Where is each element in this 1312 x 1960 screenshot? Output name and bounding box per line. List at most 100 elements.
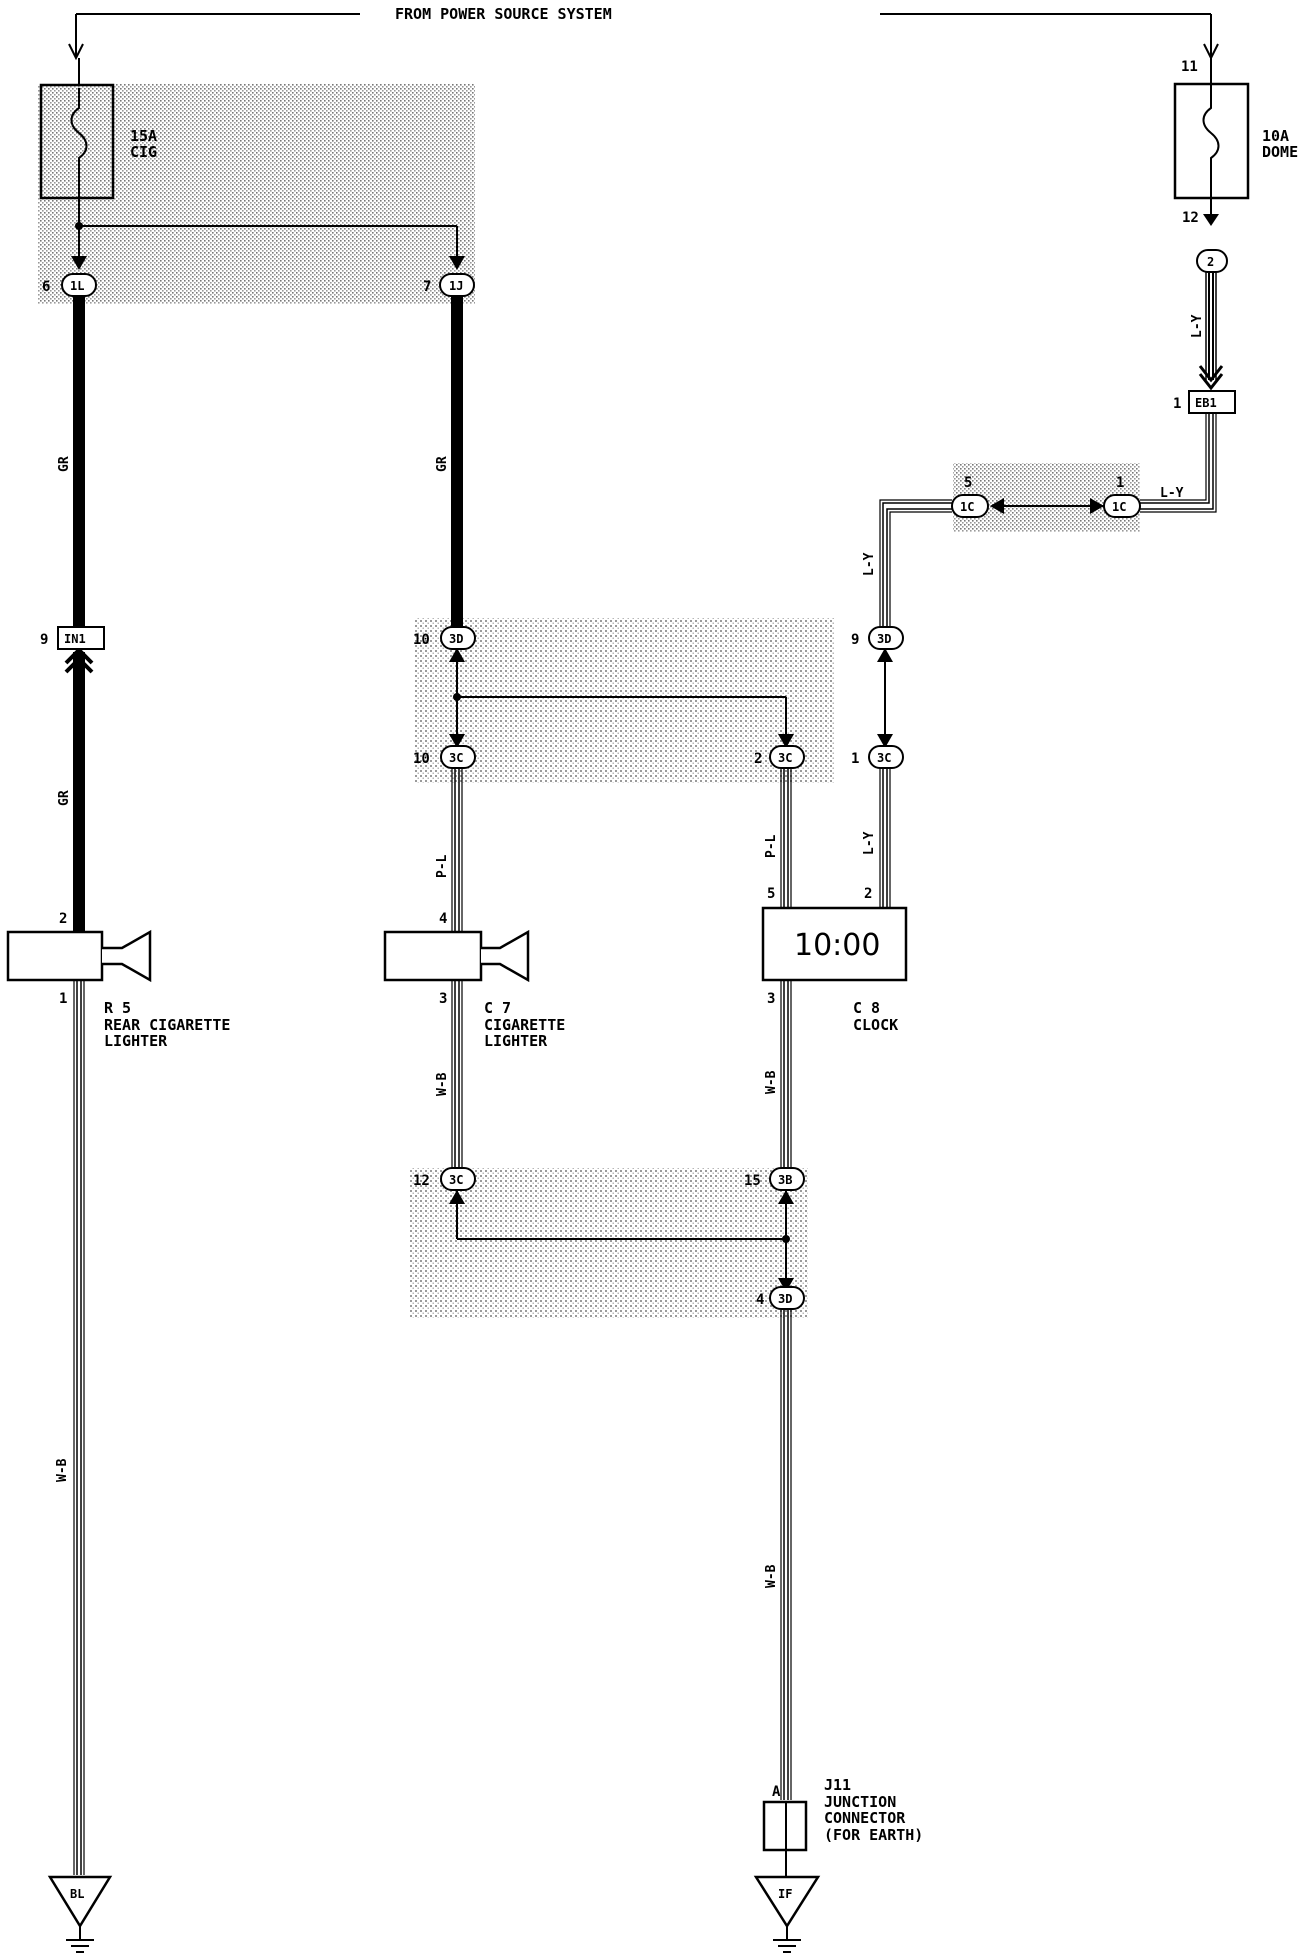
fuse-dome-pin-out: 12 (1182, 210, 1199, 226)
svg-text:9: 9 (851, 632, 859, 648)
junction-block-shading (38, 84, 1140, 1318)
svg-text:3C: 3C (778, 751, 792, 765)
fuse-dome-pin-in: 11 (1181, 59, 1198, 75)
svg-text:1: 1 (851, 751, 859, 767)
svg-text:3C: 3C (449, 751, 463, 765)
clock-display: 10:00 (794, 928, 880, 963)
svg-text:IN1: IN1 (64, 632, 86, 646)
connector-3D-9: 3D 9 (851, 626, 904, 650)
connector-3D-4: 3D 4 (756, 1286, 805, 1310)
svg-text:L-Y: L-Y (862, 552, 877, 576)
connector-1L: 1L 6 (42, 273, 97, 297)
svg-text:P-L: P-L (435, 854, 450, 878)
svg-text:BL: BL (70, 1887, 84, 1901)
wb-wire-c7: W-B (435, 980, 463, 1168)
svg-text:1: 1 (1173, 396, 1181, 412)
connector-3C-2: 3C 2 (754, 745, 805, 769)
svg-text:2: 2 (754, 751, 762, 767)
clock: 10:00 3 C 8 CLOCK (761, 906, 908, 1034)
svg-text:P-L: P-L (764, 834, 779, 858)
junction-wire-1c (990, 498, 1104, 514)
svg-text:L-Y: L-Y (862, 831, 877, 855)
r5-name-line1: REAR CIGARETTE (104, 1016, 230, 1034)
svg-text:1C: 1C (1112, 500, 1126, 514)
svg-text:3D: 3D (778, 1292, 792, 1306)
svg-text:GR: GR (57, 790, 72, 806)
wb-wire-left: W-B (55, 980, 85, 1875)
svg-text:GR: GR (435, 456, 450, 472)
svg-text:5: 5 (964, 475, 972, 491)
svg-text:IF: IF (778, 1887, 792, 1901)
wb-wire-c8: W-B (764, 980, 792, 1168)
svg-text:EB1: EB1 (1195, 396, 1217, 410)
c8-pin-left: 5 (767, 886, 775, 902)
fuse-dome-rating: 10A (1262, 127, 1289, 145)
ly-wire-dome: L-Y (1190, 272, 1224, 391)
ground-bl: BL (47, 1875, 113, 1953)
connector-in1: IN1 9 (40, 626, 105, 650)
power-source-title: FROM POWER SOURCE SYSTEM (395, 5, 612, 23)
svg-text:6: 6 (42, 279, 50, 295)
wb-wire-to-j11: W-B (764, 1309, 792, 1800)
connector-1C-5: 1C 5 (951, 475, 989, 518)
r5-pin-top: 2 (59, 911, 67, 927)
svg-text:1J: 1J (449, 279, 463, 293)
junction-wires-upper (449, 648, 893, 748)
fuse-cig: 15A CIG (39, 58, 157, 200)
j11-name-line2: CONNECTOR (824, 1809, 906, 1827)
svg-text:GR: GR (57, 456, 72, 472)
cig-split-wires (71, 198, 465, 270)
junction-connector-j11: A J11 JUNCTION CONNECTOR (FOR EARTH) (762, 1776, 923, 1876)
c7-pin-bottom: 3 (439, 991, 447, 1007)
connector-eb1: EB1 1 (1173, 390, 1236, 414)
svg-text:3C: 3C (877, 751, 891, 765)
svg-text:W-B: W-B (764, 1070, 779, 1094)
svg-text:15: 15 (744, 1173, 761, 1189)
connector-2: 2 (1196, 214, 1228, 273)
c8-pin-right: 2 (864, 886, 872, 902)
fuse-cig-rating: 15A (130, 127, 157, 145)
svg-text:3D: 3D (449, 632, 463, 646)
svg-text:7: 7 (423, 279, 431, 295)
c8-pin-bottom: 3 (767, 991, 775, 1007)
c7-name-line2: LIGHTER (484, 1032, 548, 1050)
svg-text:10: 10 (413, 751, 430, 767)
connector-3B-15: 3B 15 (744, 1167, 805, 1191)
gr-wire-left: GR GR (57, 296, 94, 932)
svg-text:W-B: W-B (55, 1458, 70, 1482)
connector-3C-10: 3C 10 (413, 745, 476, 769)
power-source-header: FROM POWER SOURCE SYSTEM (68, 5, 1219, 61)
fuse-cig-name: CIG (130, 143, 157, 161)
r5-pin-bottom: 1 (59, 991, 67, 1007)
svg-text:4: 4 (756, 1292, 764, 1308)
svg-text:1: 1 (1116, 475, 1124, 491)
c7-pin-top: 4 (439, 911, 447, 927)
svg-text:W-B: W-B (764, 1564, 779, 1588)
svg-text:W-B: W-B (435, 1072, 450, 1096)
gr-wire-middle: GR (435, 296, 463, 626)
rear-cigarette-lighter: 2 1 R 5 REAR CIGARETTE LIGHTER (6, 911, 230, 1050)
svg-text:3B: 3B (778, 1173, 792, 1187)
svg-text:L-Y: L-Y (1160, 486, 1184, 501)
r5-name-line2: LIGHTER (104, 1032, 168, 1050)
j11-name-line3: (FOR EARTH) (824, 1826, 923, 1844)
svg-text:10: 10 (413, 632, 430, 648)
svg-text:2: 2 (1207, 255, 1214, 269)
connector-3C-1: 3C 1 (851, 745, 904, 769)
pl-wire-c8: P-L 5 (764, 768, 792, 908)
ly-wire-1c-to-3d: L-Y (862, 499, 952, 627)
fuse-dome: 11 10A DOME 12 (1173, 58, 1298, 226)
fuse-dome-name: DOME (1262, 143, 1298, 161)
svg-text:L-Y: L-Y (1190, 314, 1205, 338)
svg-text:9: 9 (40, 632, 48, 648)
j11-name-line1: JUNCTION (824, 1793, 896, 1811)
svg-text:3C: 3C (449, 1173, 463, 1187)
c8-name: CLOCK (853, 1016, 898, 1034)
junction-wires-lower (449, 1190, 794, 1292)
connector-1J: 1J 7 (423, 273, 475, 297)
r5-code: R 5 (104, 999, 131, 1017)
j11-code: J11 (824, 1776, 851, 1794)
c7-code: C 7 (484, 999, 511, 1017)
ly-wire-c8: L-Y 2 (862, 768, 891, 908)
